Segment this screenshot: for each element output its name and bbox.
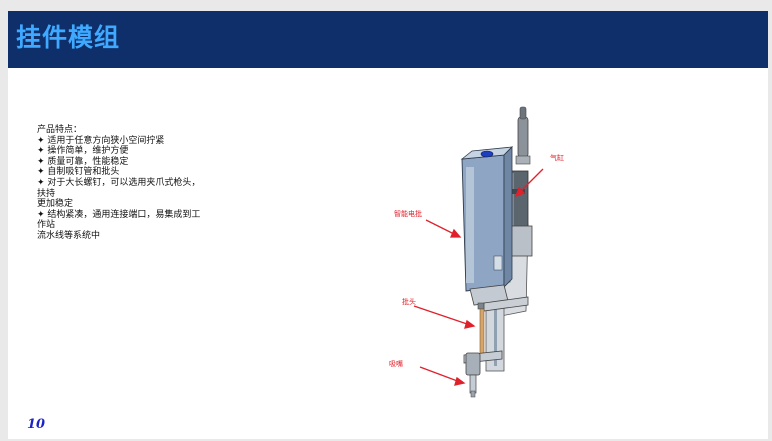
feature-line: ✦ 操作简单，维护方便 [37,146,129,157]
feature-line: ✦ 结构紧凑，通用连接端口，易集成到工 [37,209,201,220]
callout-smart-driver: 智能电批 [394,210,422,218]
feature-line: 流水线等系统中 [37,230,101,241]
title-bar: 挂件模组 [8,11,768,68]
slide-title: 挂件模组 [16,23,121,52]
feature-line: 更加稳定 [37,199,74,210]
callout-nozzle: 吸嘴 [389,360,403,368]
slide: 挂件模组 产品特点： ✦ 适用于任意方向狭小空间拧紧 ✦ 操作简单，维护方便 ✦… [8,11,768,439]
feature-list: 产品特点： ✦ 适用于任意方向狭小空间拧紧 ✦ 操作简单，维护方便 ✦ 质量可靠… [37,125,227,242]
feature-line: ✦ 自制吸钉管和批头 [37,167,120,178]
feature-line: ✦ 对于大长螺钉，可以选用夹爪式枪头， [37,177,201,188]
page-number: 10 [27,417,46,432]
callout-cylinder: 气缸 [550,154,564,162]
feature-line: ✦ 适用于任意方向狭小空间拧紧 [37,135,165,146]
feature-line: ✦ 质量可靠，性能稳定 [37,156,129,167]
screwdriver-module-illustration [413,106,544,398]
callout-bit: 批头 [402,298,416,306]
feature-heading: 产品特点： [37,125,83,135]
feature-line: 扶持 [37,188,56,199]
feature-line: 作站 [37,220,56,231]
